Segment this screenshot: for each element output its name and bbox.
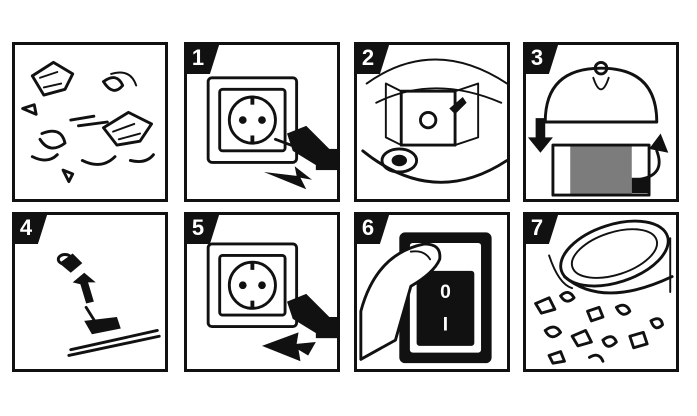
debris-panel xyxy=(12,42,168,202)
filter-icon xyxy=(361,58,507,184)
step-3-panel: 3 xyxy=(523,42,679,202)
step-7-panel: 7 xyxy=(523,212,679,372)
power-switch-icon: 0 I xyxy=(359,232,492,364)
unplug-icon xyxy=(206,76,337,190)
step-4-panel: 4 xyxy=(12,212,168,372)
lid-icon xyxy=(527,60,669,197)
step-6-panel: 6 0 I xyxy=(354,212,510,372)
empty-container-icon xyxy=(534,219,674,365)
switch-off-label: 0 xyxy=(440,282,451,303)
debris-icon xyxy=(21,60,155,184)
switch-on-label: I xyxy=(443,314,448,335)
step-2-panel: 2 xyxy=(354,42,510,202)
suction-icon xyxy=(56,253,161,357)
step-1-panel: 1 xyxy=(184,42,340,202)
step-5-panel: 5 xyxy=(184,212,340,372)
plug-in-icon xyxy=(206,242,337,362)
